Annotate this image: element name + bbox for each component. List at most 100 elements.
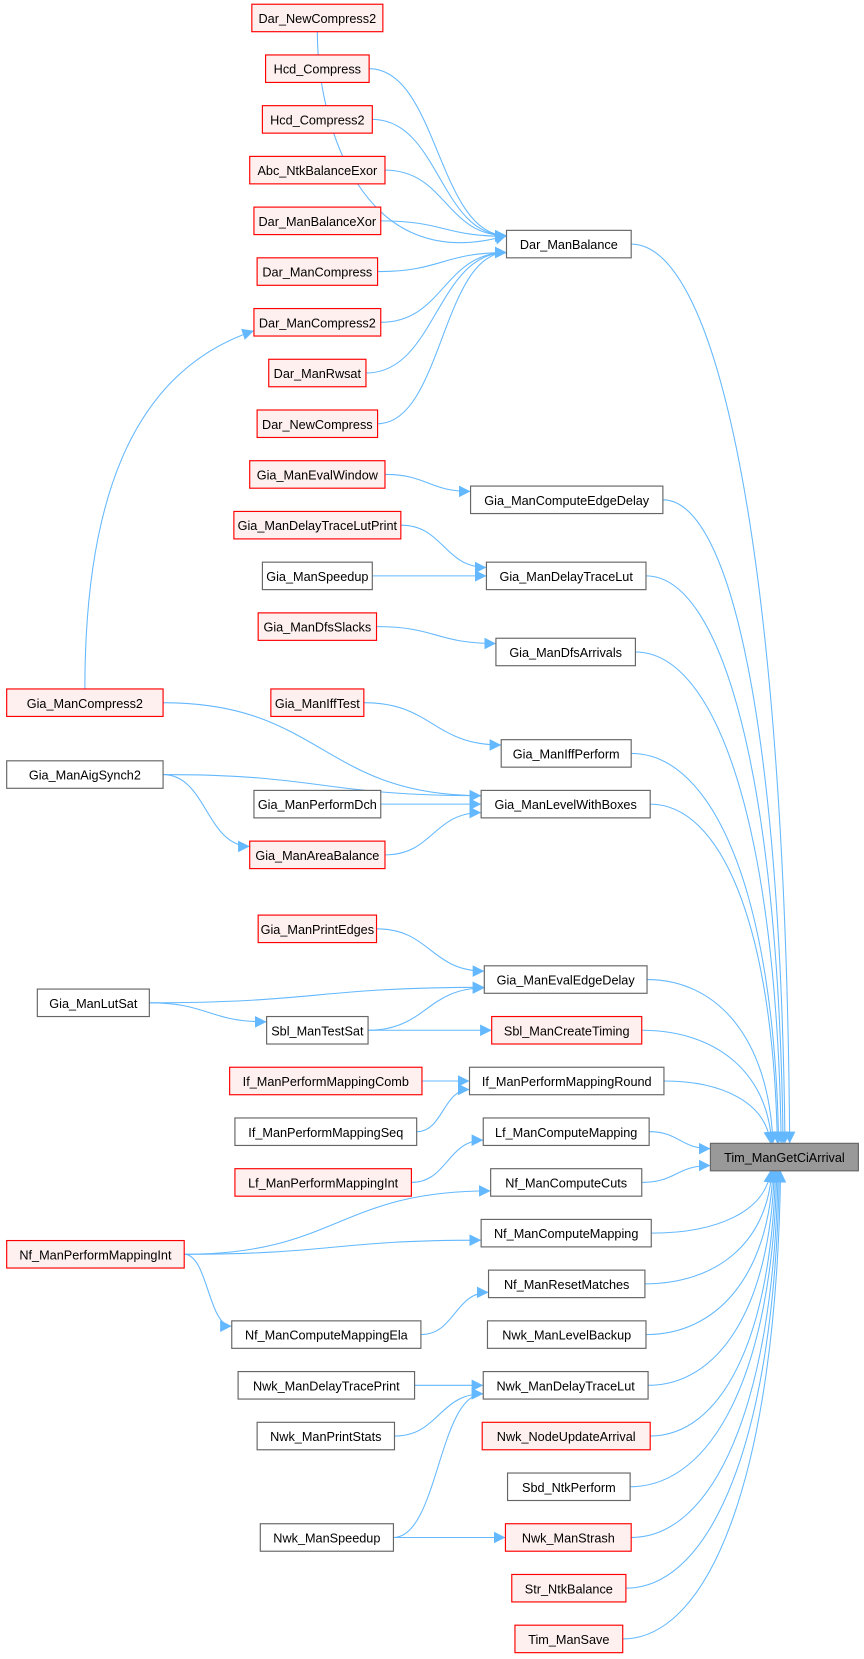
node-gia-manlevelwithboxes[interactable]: Gia_ManLevelWithBoxes [480, 789, 651, 819]
node-nf-manresetmatches[interactable]: Nf_ManResetMatches [487, 1269, 646, 1299]
node-label: Nwk_ManDelayTracePrint [253, 1379, 400, 1393]
node-gia-manlutsat[interactable]: Gia_ManLutSat [36, 988, 150, 1018]
node-box [514, 1624, 624, 1654]
edge-gia-mandelaytracelut-to-tim-mangetciarrival [645, 575, 789, 1144]
node-sbd-ntkperform[interactable]: Sbd_NtkPerform [506, 1472, 631, 1502]
node-box [256, 1421, 396, 1451]
node-label: Gia_ManEvalWindow [257, 469, 379, 483]
node-label: Dar_ManCompress2 [259, 316, 376, 330]
node-nf-mancomputecuts[interactable]: Nf_ManComputeCuts [490, 1168, 643, 1197]
node-box [468, 1066, 665, 1096]
edge-nwk-manprintstats-to-nwk-mandelaytracelut [394, 1387, 484, 1437]
node-label: Nwk_ManPrintStats [270, 1430, 381, 1444]
node-if-manperformmappingcomb[interactable]: If_ManPerformMappingComb [229, 1066, 423, 1096]
node-box [481, 1421, 651, 1451]
edge-dar-newcompress-to-dar-manbalance [377, 246, 507, 425]
node-gia-manareabalance[interactable]: Gia_ManAreaBalance [249, 840, 386, 870]
node-nf-mancomputemappingela[interactable]: Nf_ManComputeMappingEla [231, 1320, 422, 1349]
node-box [6, 688, 164, 718]
node-gia-manspeedup[interactable]: Gia_ManSpeedup [261, 561, 373, 591]
node-dar-manbalancexor[interactable]: Dar_ManBalanceXor [253, 206, 382, 236]
node-sbl-mantestsat[interactable]: Sbl_ManTestSat [266, 1015, 369, 1045]
node-label: Lf_ManComputeMapping [495, 1126, 637, 1140]
node-box [231, 1320, 422, 1349]
node-box [251, 3, 384, 33]
node-label: Nf_ManComputeMappingEla [245, 1329, 409, 1343]
node-lf-manperformmappingint[interactable]: Lf_ManPerformMappingInt [234, 1168, 412, 1197]
edge-tim-mansave-to-tim-mangetciarrival [622, 1170, 787, 1640]
node-nwk-mandelaytraceprint[interactable]: Nwk_ManDelayTracePrint [237, 1370, 416, 1400]
node-box [233, 510, 402, 540]
edge-gia-manlevelwithboxes-to-tim-mangetciarrival [650, 803, 783, 1144]
node-label: Dar_ManRwsat [274, 367, 362, 381]
node-label: Gia_ManComputeEdgeDelay [484, 494, 649, 508]
node-box [249, 460, 386, 489]
node-dar-mancompress[interactable]: Dar_ManCompress [256, 257, 379, 286]
edge-str-ntkbalance-to-tim-mangetciarrival [625, 1170, 785, 1589]
node-nf-mancomputemapping[interactable]: Nf_ManComputeMapping [480, 1218, 652, 1248]
node-dar-manbalance[interactable]: Dar_ManBalance [505, 229, 632, 259]
node-if-manperformmappingseq[interactable]: If_ManPerformMappingSeq [234, 1117, 418, 1147]
node-nwk-manprintstats[interactable]: Nwk_ManPrintStats [256, 1421, 396, 1451]
node-label: Nf_ManComputeCuts [505, 1176, 627, 1190]
nodes-layer: Dar_NewCompress2Hcd_CompressHcd_Compress… [6, 3, 859, 1654]
node-gia-mandfsslacks[interactable]: Gia_ManDfsSlacks [257, 612, 378, 641]
node-box [6, 760, 164, 789]
node-dar-mancompress2[interactable]: Dar_ManCompress2 [253, 307, 382, 337]
node-nf-manperformmappingint[interactable]: Nf_ManPerformMappingInt [6, 1239, 185, 1269]
node-label: If_ManPerformMappingRound [482, 1075, 652, 1089]
node-gia-manprintedges[interactable]: Gia_ManPrintEdges [257, 914, 378, 944]
node-lf-mancomputemapping[interactable]: Lf_ManComputeMapping [482, 1117, 650, 1147]
node-sbl-mancreatetiming[interactable]: Sbl_ManCreateTiming [491, 1015, 643, 1045]
node-dar-newcompress2[interactable]: Dar_NewCompress2 [251, 3, 384, 33]
node-dar-newcompress[interactable]: Dar_NewCompress [256, 409, 379, 439]
node-if-manperformmappinground[interactable]: If_ManPerformMappingRound [468, 1066, 665, 1096]
node-box [261, 561, 373, 591]
node-nwk-manlevelbackup[interactable]: Nwk_ManLevelBackup [486, 1320, 647, 1349]
node-gia-mancompress2[interactable]: Gia_ManCompress2 [6, 688, 164, 718]
node-gia-mancomputeedgedelay[interactable]: Gia_ManComputeEdgeDelay [469, 485, 664, 515]
edge-gia-manevaledgedelay-to-tim-mangetciarrival [647, 979, 779, 1144]
node-box [234, 1168, 412, 1197]
target-node[interactable]: Tim_ManGetCiArrival [709, 1142, 859, 1172]
node-gia-manevalwindow[interactable]: Gia_ManEvalWindow [249, 460, 386, 489]
node-box [486, 1320, 647, 1349]
node-str-ntkbalance[interactable]: Str_NtkBalance [511, 1573, 627, 1603]
node-box [253, 307, 382, 337]
node-label: Gia_ManIffTest [275, 697, 360, 711]
node-abc-ntkbalanceexor[interactable]: Abc_NtkBalanceExor [249, 155, 386, 185]
node-gia-maniffperform[interactable]: Gia_ManIffPerform [500, 739, 632, 768]
node-hcd-compress[interactable]: Hcd_Compress [264, 54, 370, 84]
node-gia-mandelaytracelutprint[interactable]: Gia_ManDelayTraceLutPrint [233, 510, 402, 540]
edge-sbl-mancreatetiming-to-tim-mangetciarrival [641, 1029, 777, 1144]
node-box [480, 1218, 652, 1248]
node-box [491, 1015, 643, 1045]
edge-nwk-nodeupdatearrival-to-tim-mangetciarrival [650, 1170, 782, 1437]
node-box [495, 637, 636, 667]
edge-nf-manperformmappingint-to-nf-mancomputemapping [184, 1234, 482, 1255]
node-gia-manifftest[interactable]: Gia_ManIffTest [270, 688, 365, 718]
node-gia-mandelaytracelut[interactable]: Gia_ManDelayTraceLut [485, 561, 647, 591]
node-hcd-compress2[interactable]: Hcd_Compress2 [261, 105, 373, 134]
node-tim-mansave[interactable]: Tim_ManSave [514, 1624, 624, 1654]
edge-gia-manaigsynch2-to-gia-manlevelwithboxes [163, 774, 482, 802]
node-label: Nwk_NodeUpdateArrival [497, 1430, 636, 1444]
node-nwk-manspeedup[interactable]: Nwk_ManSpeedup [259, 1523, 395, 1552]
edge-gia-maniffperform-to-tim-mangetciarrival [631, 752, 785, 1144]
node-nwk-nodeupdatearrival[interactable]: Nwk_NodeUpdateArrival [481, 1421, 651, 1451]
edge-nf-manperformmappingint-to-nf-mancomputecuts [184, 1185, 491, 1255]
node-label: Hcd_Compress2 [270, 113, 364, 127]
node-nwk-mandelaytracelut[interactable]: Nwk_ManDelayTraceLut [482, 1370, 649, 1400]
node-box [249, 840, 386, 870]
node-box [506, 1472, 631, 1502]
node-gia-mandfsarrivals[interactable]: Gia_ManDfsArrivals [495, 637, 636, 667]
node-gia-manaigsynch2[interactable]: Gia_ManAigSynch2 [6, 760, 164, 789]
node-box [490, 1168, 643, 1197]
edge-nf-mancomputemapping-to-tim-mangetciarrival [651, 1170, 776, 1234]
node-gia-manevaledgedelay[interactable]: Gia_ManEvalEdgeDelay [483, 965, 648, 994]
node-dar-manrwsat[interactable]: Dar_ManRwsat [268, 358, 367, 388]
edge-sbl-mantestsat-to-gia-manevaledgedelay [368, 982, 485, 1031]
node-gia-manperformdch[interactable]: Gia_ManPerformDch [253, 789, 382, 819]
node-nwk-manstrash[interactable]: Nwk_ManStrash [504, 1523, 632, 1552]
